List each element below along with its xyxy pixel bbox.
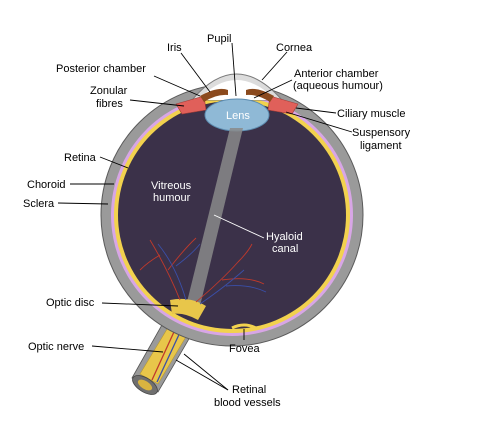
leader-lines — [57, 42, 353, 391]
label-zonular-fibres-2: fibres — [96, 98, 123, 110]
label-ciliary-muscle: Ciliary muscle — [337, 108, 405, 120]
label-iris: Iris — [167, 42, 182, 54]
label-pupil: Pupil — [207, 33, 231, 45]
label-lens: Lens — [226, 110, 250, 122]
fovea-pit — [231, 323, 257, 330]
label-choroid: Choroid — [27, 179, 66, 191]
label-retinal-blood-vessels-2: blood vessels — [214, 397, 281, 409]
label-zonular-fibres-1: Zonular — [90, 85, 128, 97]
iris — [200, 88, 228, 102]
hyaloid-canal — [186, 128, 243, 306]
label-vitreous-humour-2: humour — [153, 192, 191, 204]
label-sclera: Sclera — [23, 198, 55, 210]
label-optic-disc: Optic disc — [46, 297, 95, 309]
label-posterior-chamber: Posterior chamber — [56, 63, 146, 75]
label-cornea: Cornea — [276, 42, 313, 54]
label-hyaloid-canal-2: canal — [272, 243, 298, 255]
label-suspensory-ligament-2: ligament — [360, 140, 402, 152]
label-retinal-blood-vessels-1: Retinal — [232, 384, 266, 396]
retinal-blood-vessels — [139, 237, 267, 305]
label-vitreous-humour-1: Vitreous — [151, 180, 192, 192]
label-hyaloid-canal-1: Hyaloid — [266, 231, 303, 243]
label-suspensory-ligament-1: Suspensory — [352, 127, 411, 139]
label-anterior-chamber: Anterior chamber — [294, 68, 379, 80]
label-fovea: Fovea — [229, 343, 260, 355]
label-retina: Retina — [64, 152, 97, 164]
label-optic-nerve: Optic nerve — [28, 341, 84, 353]
optic-disc — [170, 298, 206, 320]
label-aqueous-humour: (aqueous humour) — [293, 80, 383, 92]
